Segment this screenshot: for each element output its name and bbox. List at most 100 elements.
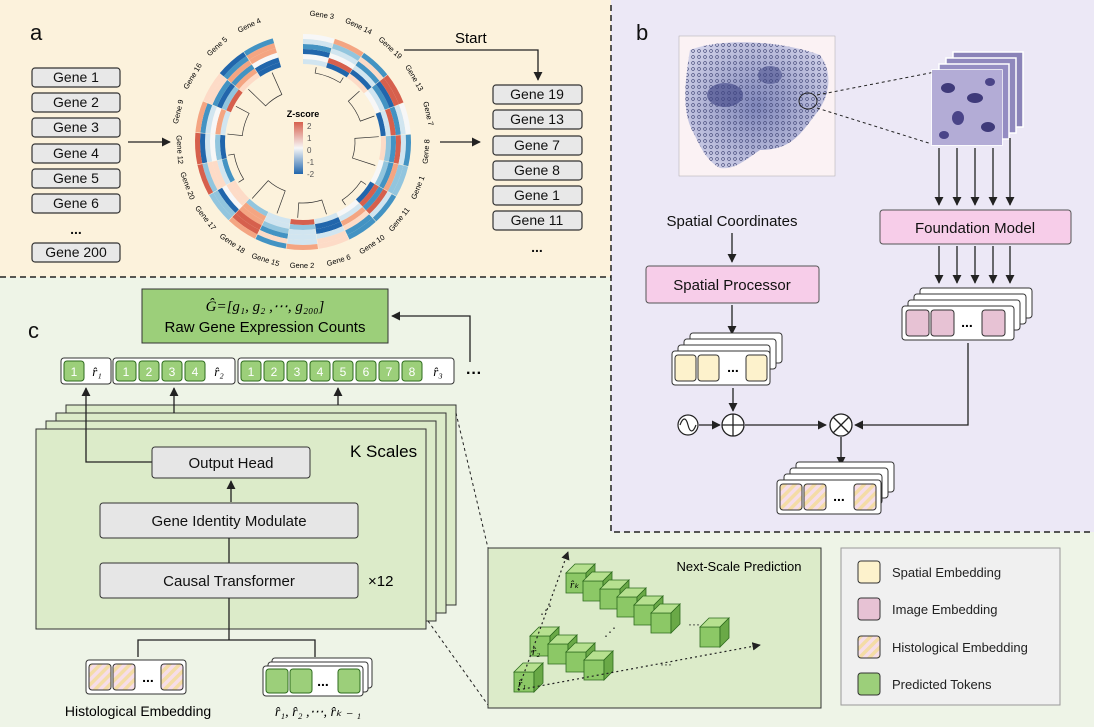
heatmap-cell bbox=[235, 209, 262, 230]
heatmap-cell bbox=[314, 217, 341, 230]
svg-text:1: 1 bbox=[307, 134, 312, 143]
heatmap-cell bbox=[266, 212, 291, 224]
svg-text:Gene 1: Gene 1 bbox=[514, 187, 560, 203]
svg-text:Raw Gene Expression Counts: Raw Gene Expression Counts bbox=[165, 319, 366, 336]
heatmap-cell bbox=[394, 104, 406, 135]
heatmap-cell bbox=[203, 73, 224, 103]
heatmap-cell bbox=[389, 106, 401, 136]
heatmap-cell bbox=[231, 64, 255, 86]
svg-text:···: ··· bbox=[660, 657, 672, 671]
heatmap-cell bbox=[375, 111, 386, 137]
heatmap-cell bbox=[226, 89, 243, 113]
histological-embedding-label: Histological Embedding bbox=[65, 703, 211, 719]
svg-text:Gene 3: Gene 3 bbox=[53, 119, 99, 135]
heatmap-cell bbox=[222, 185, 243, 210]
next-scale-prediction-panel: Next-Scale Prediction ⋰ ⋰ ··· ··· r̂ₖ r̂… bbox=[487, 547, 822, 709]
svg-text:Spatial Embedding: Spatial Embedding bbox=[892, 565, 1001, 580]
heatmap-cell bbox=[212, 160, 227, 188]
heatmap-cell bbox=[217, 159, 231, 185]
heatmap-cell bbox=[200, 103, 213, 134]
heatmap-cell bbox=[210, 134, 217, 162]
heatmap-cell bbox=[379, 78, 399, 107]
svg-text:1: 1 bbox=[248, 365, 255, 379]
heatmap-cell bbox=[355, 61, 380, 84]
legend-item-spatial: Spatial Embedding bbox=[857, 560, 1001, 584]
heatmap-cell bbox=[385, 108, 396, 136]
ring-gene-label: Gene 3 bbox=[309, 9, 335, 22]
svg-text:7: 7 bbox=[386, 365, 393, 379]
svg-text:Spatial Processor: Spatial Processor bbox=[673, 277, 791, 294]
heatmap-cell bbox=[345, 214, 373, 235]
svg-text:Gene 5: Gene 5 bbox=[53, 170, 99, 186]
heatmap-cell bbox=[257, 62, 282, 77]
gene-box: Gene 11 bbox=[492, 210, 583, 231]
patch-to-model-arrows bbox=[934, 138, 1015, 206]
heatmap-cell bbox=[399, 102, 411, 135]
heatmap-cell bbox=[327, 57, 353, 74]
zoom-lines bbox=[816, 71, 936, 146]
image-embedding-stack: ... bbox=[901, 287, 1033, 341]
token-cube bbox=[603, 650, 614, 681]
svg-text:Predicted Tokens: Predicted Tokens bbox=[892, 677, 992, 692]
input-connector bbox=[137, 598, 316, 657]
svg-text:-2: -2 bbox=[307, 170, 315, 179]
gene-box: Gene 5 bbox=[31, 168, 121, 189]
arrow-image-to-times bbox=[854, 343, 969, 430]
svg-text:r̂₂: r̂₂ bbox=[214, 364, 224, 379]
svg-text:1: 1 bbox=[71, 365, 78, 379]
heatmap-cell bbox=[370, 159, 384, 184]
heatmap-cell bbox=[242, 202, 267, 221]
heatmap-cell bbox=[364, 90, 381, 114]
heatmap-cell bbox=[197, 163, 214, 195]
heatmap-cell bbox=[227, 60, 252, 83]
output-gene-list: Gene 19 Gene 13 Gene 7 Gene 8 Gene 1 Gen… bbox=[492, 84, 583, 255]
heatmap-cell bbox=[375, 81, 395, 108]
heatmap-cell bbox=[205, 133, 213, 163]
svg-text:Image Embedding: Image Embedding bbox=[892, 602, 998, 617]
heatmap-cell bbox=[383, 135, 391, 162]
legend-item-image: Image Embedding bbox=[857, 597, 998, 621]
heatmap-cell bbox=[329, 53, 356, 70]
svg-text:4: 4 bbox=[192, 365, 199, 379]
heatmap-cell bbox=[288, 228, 316, 235]
svg-text:...: ... bbox=[142, 669, 154, 685]
svg-text:r̂₁: r̂₁ bbox=[518, 678, 526, 690]
svg-text:6: 6 bbox=[363, 365, 370, 379]
ring-gene-label: Gene 2 bbox=[290, 261, 315, 270]
heatmap-cell bbox=[239, 206, 264, 226]
heatmap-cell bbox=[235, 68, 258, 90]
heatmap-cell bbox=[207, 161, 222, 190]
heatmap-cell bbox=[340, 206, 366, 226]
heatmap-cell bbox=[358, 57, 384, 81]
token-cube bbox=[719, 617, 730, 648]
k-scales-label: K Scales bbox=[350, 442, 417, 461]
heatmap-cell bbox=[347, 218, 376, 240]
token-cube bbox=[565, 651, 587, 673]
predicted-input-tokens: ... bbox=[262, 657, 373, 697]
heatmap-cell bbox=[195, 132, 203, 165]
heatmap-cell bbox=[207, 76, 228, 105]
gene-ellipsis: ... bbox=[531, 239, 543, 255]
token-scale-3: 1 2 3 4 5 6 7 8 r̂₃ bbox=[237, 357, 455, 385]
heatmap-cell bbox=[366, 189, 388, 215]
svg-text:Gene 19: Gene 19 bbox=[510, 86, 564, 102]
heatmap-cell bbox=[315, 221, 343, 235]
heatmap-cell bbox=[289, 224, 316, 230]
heatmap-cell bbox=[379, 136, 386, 161]
svg-text:r̂ₖ: r̂ₖ bbox=[570, 579, 579, 591]
legend-item-predicted: Predicted Tokens bbox=[857, 672, 992, 696]
heatmap-cell bbox=[246, 43, 276, 60]
gene-box: Gene 19 bbox=[492, 84, 583, 105]
panel-a-letter: a bbox=[30, 20, 43, 45]
heatmap-cell bbox=[259, 225, 289, 239]
heatmap-cell bbox=[388, 135, 396, 163]
svg-text:-1: -1 bbox=[307, 158, 315, 167]
heatmap-cell bbox=[262, 221, 289, 234]
start-arrow bbox=[404, 49, 543, 81]
plus-operator-icon bbox=[721, 413, 745, 437]
heatmap-cell bbox=[338, 203, 363, 222]
heatmap-cell bbox=[333, 38, 364, 57]
heatmap-cell bbox=[221, 86, 239, 111]
heatmap-cell bbox=[303, 44, 332, 54]
svg-text:r̂₂: r̂₂ bbox=[532, 646, 540, 658]
